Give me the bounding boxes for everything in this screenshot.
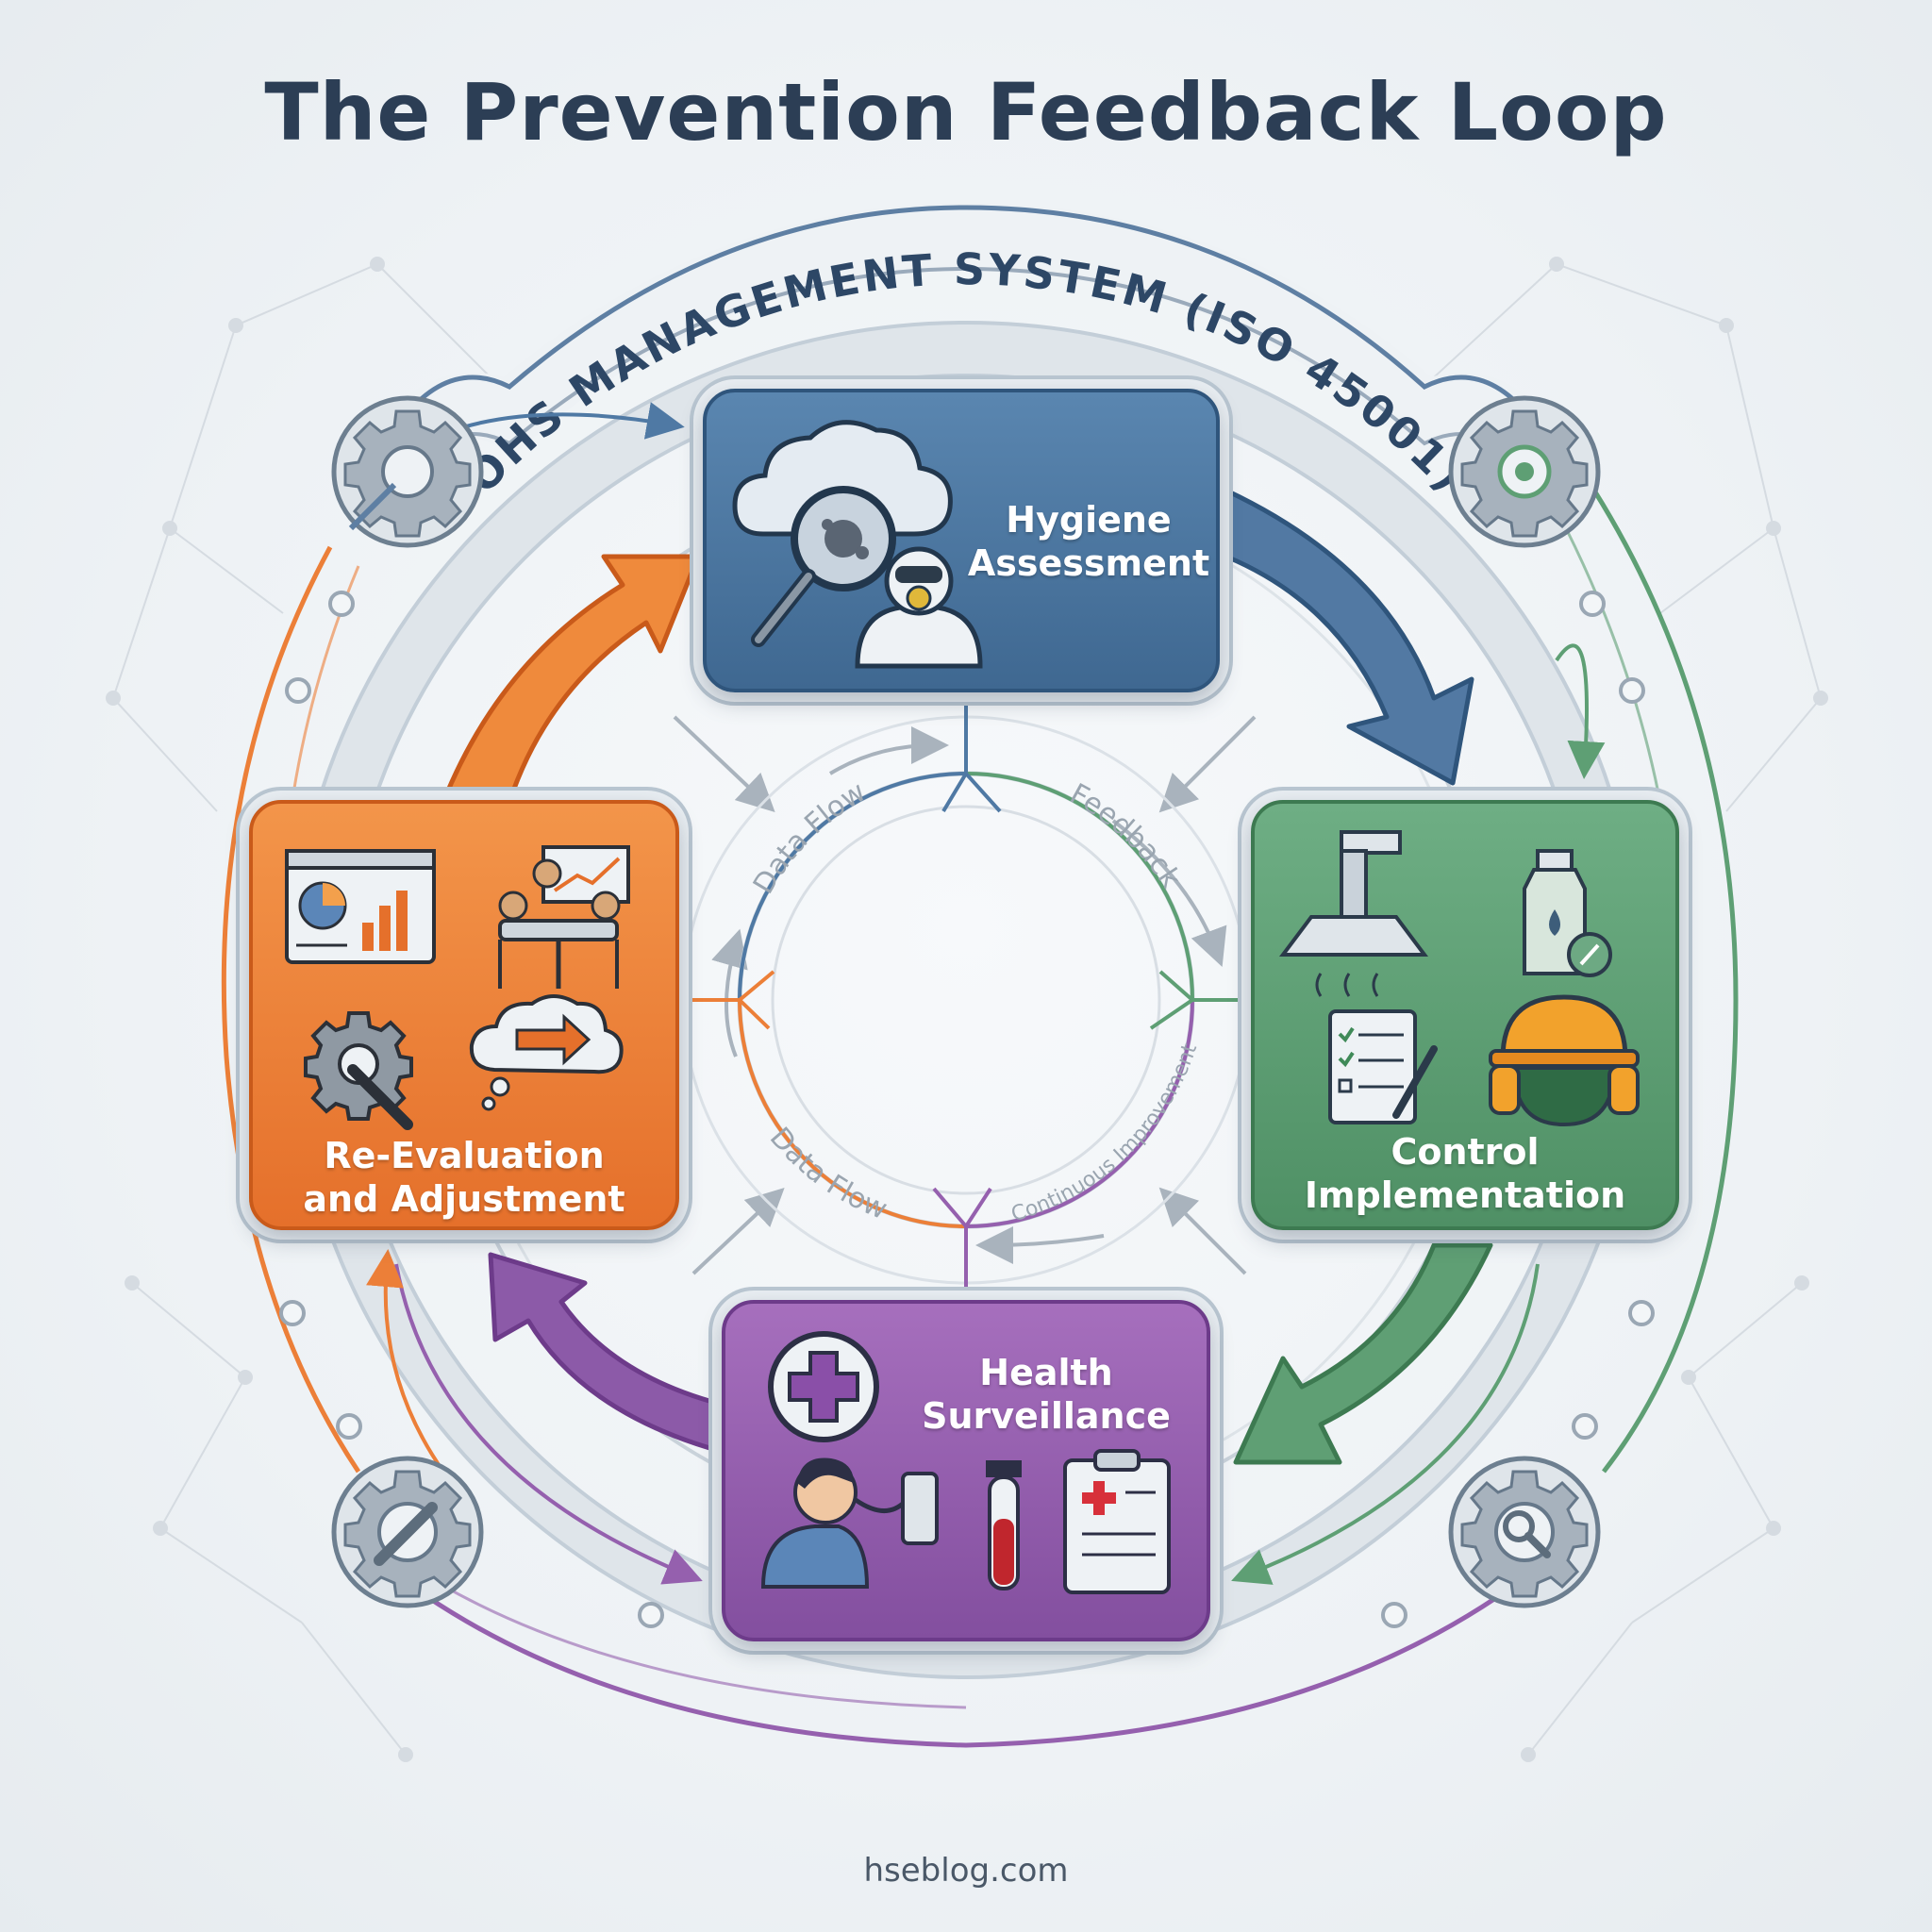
dashboard-chart-icon <box>285 849 436 964</box>
health-icons <box>760 1331 1171 1594</box>
hard-hat-earmuffs-icon <box>1489 994 1640 1127</box>
purple-outer-track <box>338 1526 1587 1748</box>
data-flow-bottom-label: Data Flow <box>763 1122 892 1226</box>
checklist-icon <box>1328 1009 1438 1124</box>
arrow-reeval-to-hygiene <box>441 554 701 805</box>
control-icons <box>1279 830 1640 1127</box>
medical-clipboard-icon <box>1063 1449 1171 1594</box>
health-surveillance-label: Health Surveillance <box>922 1352 1171 1437</box>
arrow-control-to-health <box>1233 1242 1493 1465</box>
page-title: The Prevention Feedback Loop <box>264 66 1668 158</box>
hygiene-assessment-label: Hygiene Assessment <box>967 499 1210 584</box>
feedback-label: Feedback <box>1064 777 1188 894</box>
arrow-hygiene-to-control <box>1224 488 1474 786</box>
card-connectors <box>683 696 1247 1296</box>
blood-sample-tube-icon <box>986 1460 1022 1591</box>
hazmat-worker-icon <box>855 546 983 669</box>
gear-magnifier-icon-bottom-right <box>1448 1456 1601 1608</box>
control-implementation-label: Control Implementation <box>1304 1131 1626 1216</box>
track-nodes <box>279 591 1655 1628</box>
stage-card-health-surveillance: Health Surveillance <box>722 1300 1210 1641</box>
reeval-icons <box>285 845 630 1130</box>
medical-cross-icon <box>768 1331 879 1442</box>
orange-outer-track <box>221 545 361 1474</box>
inner-flow-arrows <box>673 715 1257 1275</box>
spirometry-patient-icon <box>760 1457 939 1589</box>
cloud-magnifier-icon <box>732 420 953 647</box>
gear-wrench-icon <box>304 1011 413 1130</box>
gear-icon-top-left <box>331 395 484 548</box>
data-flow-top-label: Data Flow <box>747 775 872 900</box>
thought-arrow-icon <box>469 994 624 1111</box>
stage-card-hygiene-assessment: Hygiene Assessment <box>703 389 1220 692</box>
hygiene-icons <box>732 420 983 669</box>
gear-icon-top-right <box>1448 395 1601 548</box>
stage-card-control-implementation: Control Implementation <box>1251 800 1679 1230</box>
ring-label-band <box>373 202 1561 476</box>
reevaluation-adjustment-label: Re-Evaluation and Adjustment <box>303 1135 625 1220</box>
background-network <box>106 257 1828 1762</box>
chemical-bottle-icon <box>1523 849 1612 977</box>
gear-wrench-icon-bottom-left <box>331 1456 484 1608</box>
team-meeting-icon <box>498 845 630 989</box>
stage-card-reevaluation-adjustment: Re-Evaluation and Adjustment <box>249 800 679 1230</box>
footer-source: hseblog.com <box>863 1852 1069 1890</box>
green-outer-track <box>1591 489 1739 1474</box>
arrow-health-to-reeval <box>488 1252 729 1456</box>
exhaust-hood-icon <box>1279 830 1428 997</box>
